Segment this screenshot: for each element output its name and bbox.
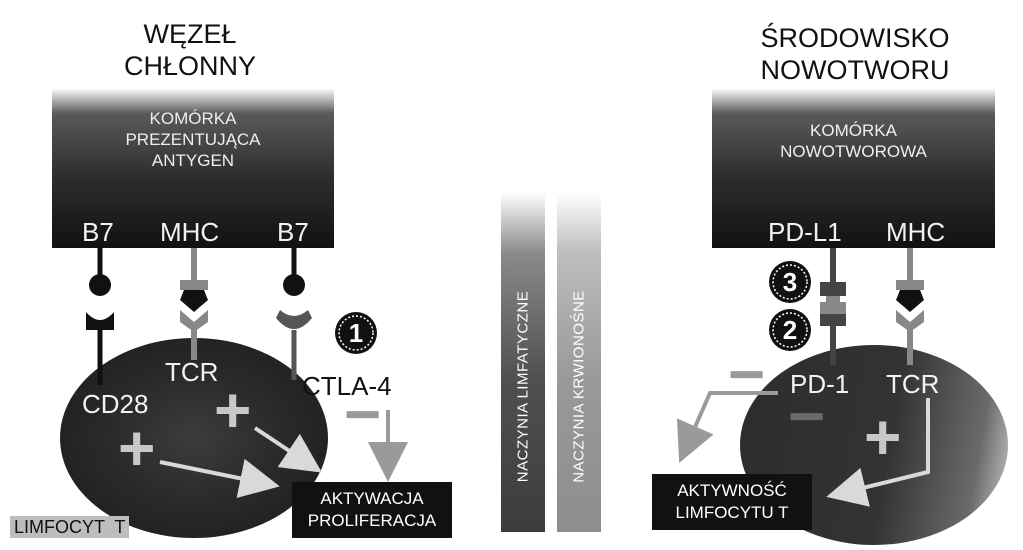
ctla4-label: CTLA-4 bbox=[302, 371, 392, 401]
t-lymphocyte-label: LIMFOCYT T bbox=[10, 516, 130, 538]
b7-label-left: B7 bbox=[82, 217, 114, 247]
minus-sign-pd1-outer: − bbox=[728, 338, 766, 410]
badge-3-number: 3 bbox=[782, 267, 798, 297]
mhc-label-left: MHC bbox=[160, 217, 220, 247]
minus-sign-ctla4: − bbox=[344, 378, 382, 450]
cd28-label: CD28 bbox=[82, 389, 149, 419]
blood-vessel bbox=[557, 192, 601, 532]
plus-sign-cd28: + bbox=[118, 412, 156, 484]
blood-vessel-label: NACZYNIA KRWIONOŚNE bbox=[570, 290, 588, 483]
mhc-label-tumor: MHC bbox=[886, 217, 946, 247]
tumor-cell: KOMÓRKA NOWOTWOROWA bbox=[712, 88, 995, 248]
badge-2-number: 2 bbox=[782, 315, 798, 345]
lymphatic-vessel-label: NACZYNIA LIMFATYCZNE bbox=[514, 290, 532, 483]
b7-label-right: B7 bbox=[277, 217, 309, 247]
plus-sign-tcr-left: + bbox=[214, 374, 252, 446]
pd1-label: PD-1 bbox=[790, 369, 850, 399]
plus-sign-tcr-right: + bbox=[864, 401, 902, 473]
lymph-node-heading: WĘZEŁ CHŁONNY bbox=[123, 19, 257, 81]
lymphocyte-activity-box: AKTYWNOŚĆ LIMFOCYTU T bbox=[652, 474, 812, 530]
tcr-label-left: TCR bbox=[165, 357, 219, 387]
pd-l1-label: PD-L1 bbox=[768, 217, 842, 247]
badge-1-number: 1 bbox=[348, 318, 364, 348]
lymphatic-vessel bbox=[501, 192, 545, 532]
activation-proliferation-box: AKTYWACJA PROLIFERACJA bbox=[292, 482, 452, 538]
tcr-label-right: TCR bbox=[886, 369, 940, 399]
b7-ctla4-pair bbox=[276, 248, 312, 380]
minus-sign-pd1-inner: − bbox=[788, 380, 826, 452]
antigen-presenting-cell: KOMÓRKA PREZENTUJĄCA ANTYGEN bbox=[52, 88, 334, 248]
tumor-environment-heading: ŚRODOWISKO NOWOTWORU bbox=[760, 23, 950, 85]
